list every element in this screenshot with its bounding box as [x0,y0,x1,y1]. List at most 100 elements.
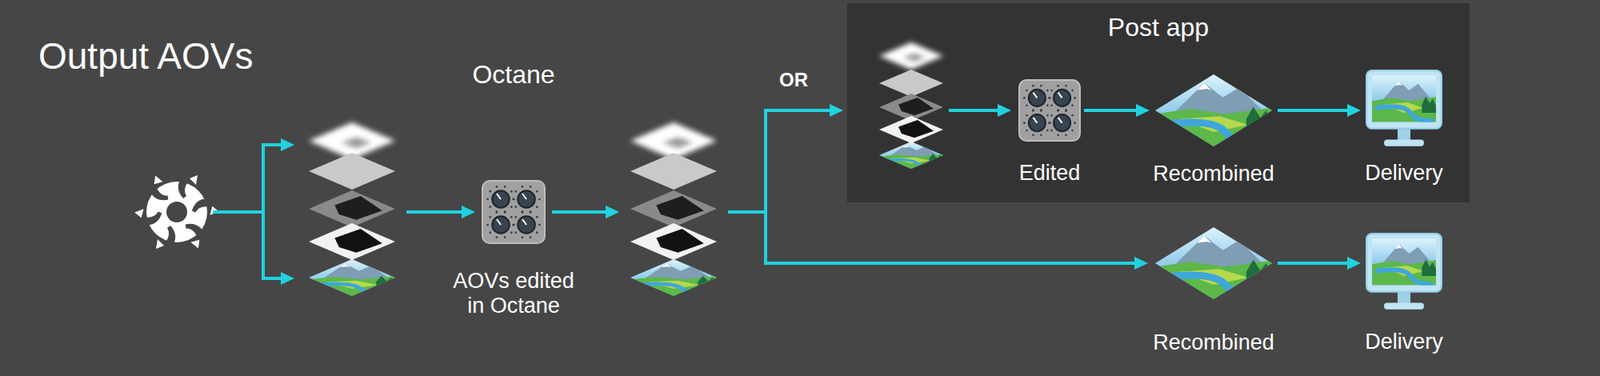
logo-cut [181,220,206,242]
sky [630,259,717,296]
logo-hole [166,201,188,223]
knob-tick [1048,96,1051,100]
aov-layer [308,223,396,260]
knob-tick [1046,129,1049,132]
clipped-group [1155,74,1272,147]
knob-tick [1032,134,1035,137]
knob-tick [486,224,489,227]
sky [879,141,944,169]
scene-icon [1154,226,1273,300]
knob-tick [510,231,513,234]
flow-arrow [765,110,835,212]
logo-tip [189,175,198,185]
monitor-base [1384,302,1424,309]
monitor-frame [1366,233,1442,292]
knob-tick [488,231,492,234]
knob-tick [510,205,513,208]
delivery-monitor: Delivery [1364,232,1444,355]
clipped-group [630,259,717,296]
knob [1028,114,1046,132]
trees [1246,260,1272,286]
knob-panel [1019,80,1080,141]
knob-tick [510,190,513,193]
ground [1372,96,1436,122]
knob-tick [1032,108,1035,112]
knob-tick [1071,89,1074,92]
aov-layer [308,152,396,190]
river [882,160,940,168]
knob-tick [1040,134,1043,137]
knob-tick [514,231,517,234]
node-label: AOVs edited in Octane [445,268,582,319]
flow-arrow [212,210,264,214]
flow-arrow [552,210,611,214]
knob-indicator [1032,92,1037,99]
sky [1155,227,1272,300]
logo-cut [148,182,173,204]
knob-tick [512,224,515,227]
knob-icon [1018,79,1081,142]
knob-tick [1050,114,1053,117]
knob-tick [514,216,517,219]
node-label: Edited [1018,160,1081,186]
river [1160,275,1266,298]
snow [1197,236,1212,244]
edit-step: AOVs edited in Octane [445,180,582,319]
knob-tick [536,216,539,219]
snow [902,144,911,148]
sky [1155,74,1272,147]
title-anchor: Output AOVs [38,35,253,78]
knob-tick [1073,121,1076,124]
clipped-group [334,228,382,253]
clipped-group [1155,227,1272,300]
knob-tick [1056,108,1060,112]
aov-layer [630,190,717,228]
aov-layer [879,69,944,97]
knob-tick [504,236,507,239]
snow [661,264,672,268]
knob-tick [1025,104,1028,107]
label-anchor: Octane [472,60,555,90]
river [634,284,712,296]
aov-layer [879,116,944,144]
aov-layer-detail [341,136,372,148]
knob-tick [1032,84,1035,88]
aov-layer-detail [334,196,382,220]
aov-stack [308,122,396,296]
flow-arrow [948,108,1003,112]
snow [1197,83,1212,91]
knob-tick [496,185,499,188]
ground [879,154,944,169]
knob-tick [1023,121,1026,124]
knob-tick [512,224,516,227]
knob-tick [1064,108,1068,112]
knob-tick [1064,134,1068,137]
node-label: Delivery [1364,329,1444,355]
aov-layer-detail [898,97,934,116]
monitor-icon [1364,232,1444,316]
node-label: Delivery [1364,160,1444,186]
diagram-title: Output AOVs [38,35,253,78]
clipped-group [1372,75,1436,122]
knob-icon [481,180,546,244]
knob-tick [1025,89,1028,92]
flow-arrow [263,144,286,212]
scene-icon [1154,73,1273,148]
knob-tick [514,205,517,208]
aov-layer-detail [334,228,382,253]
knob-tick [1050,104,1053,107]
flow-arrow [263,212,286,279]
knob-tick [512,198,516,201]
ground [1155,260,1272,300]
ground [1372,260,1436,285]
ground [308,276,396,296]
knob-tick [1064,109,1068,112]
aov-layer [308,190,396,228]
post-app-panel: Post appEditedRecombinedDelivery [847,3,1470,203]
knob-indicator [1058,117,1063,124]
knob-tick [1040,84,1043,88]
flow-arrow [1277,108,1352,112]
knob-tick [521,236,524,239]
clipped-group [656,196,704,220]
